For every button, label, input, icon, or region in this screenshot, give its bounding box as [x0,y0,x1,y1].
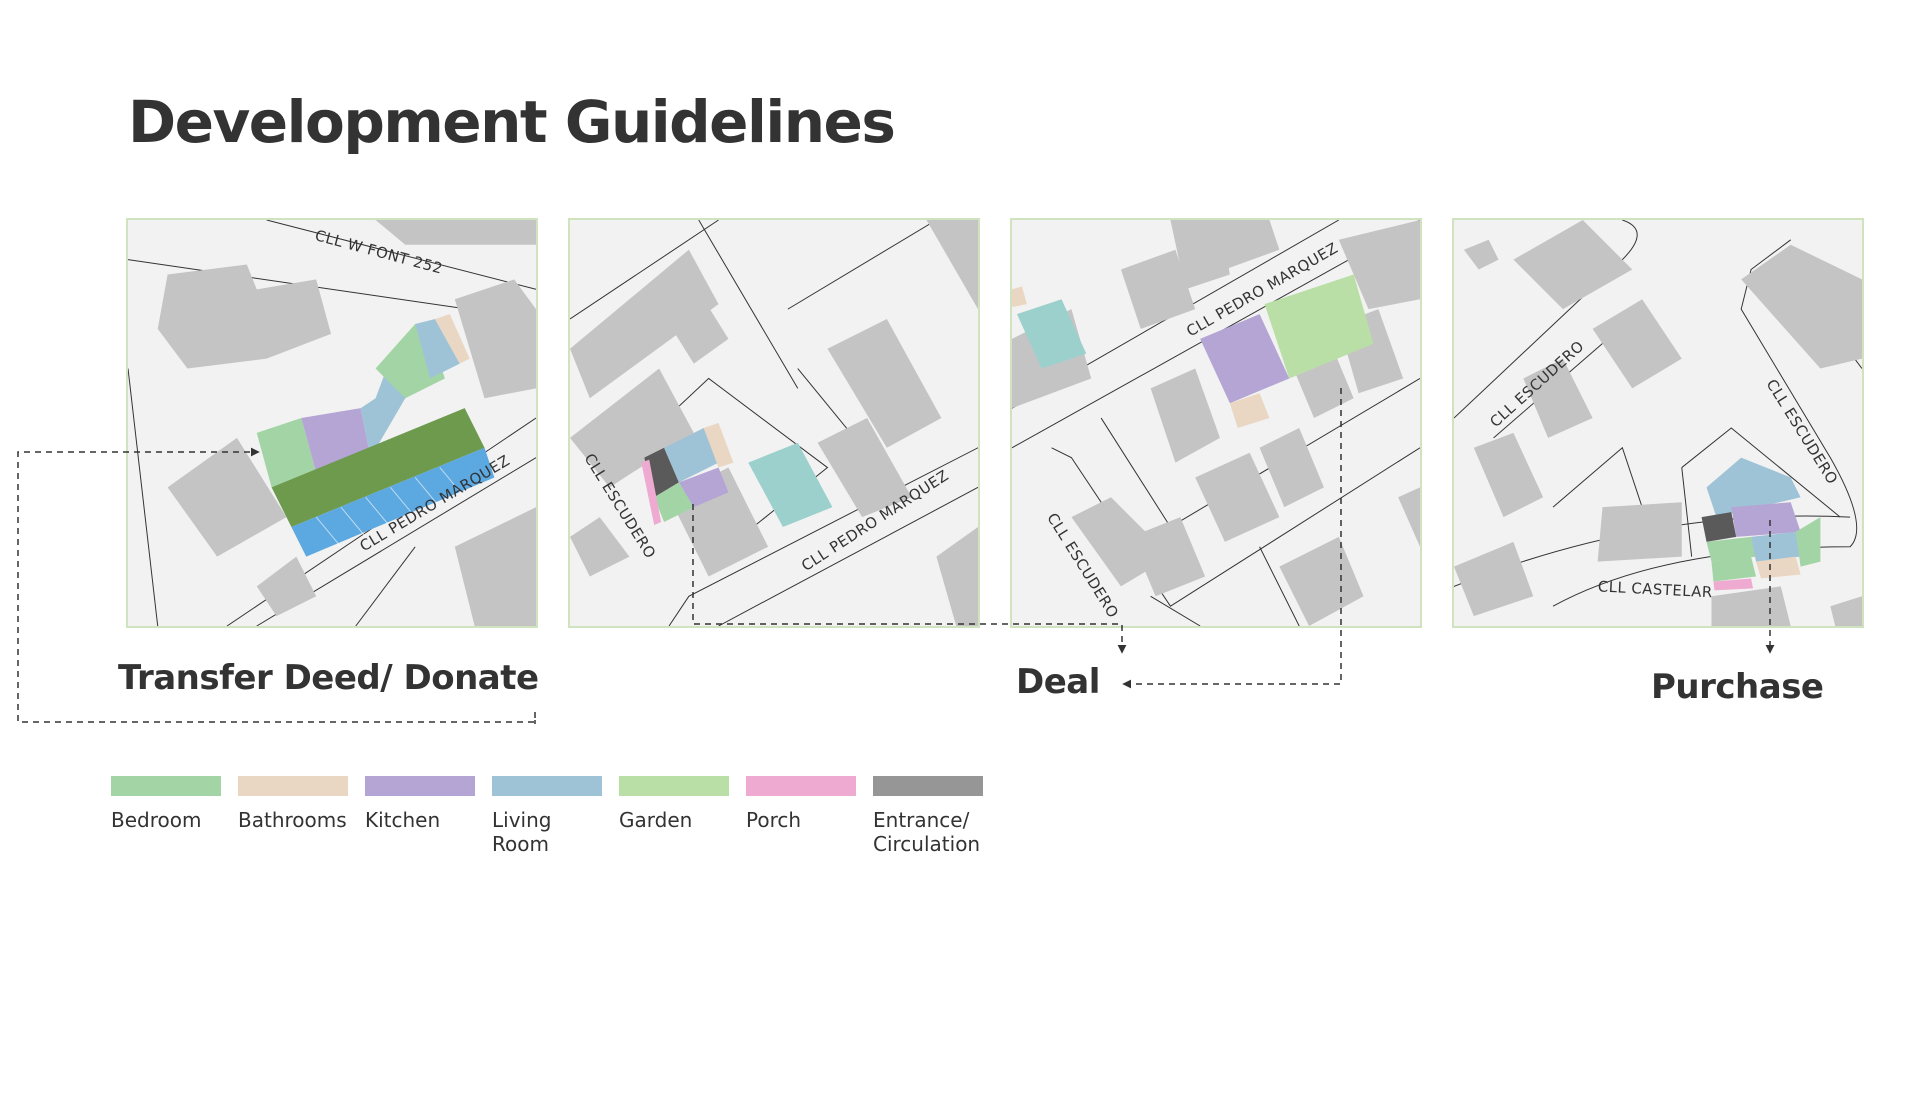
legend-swatch [238,776,348,796]
legend-label: Kitchen [365,808,441,832]
legend-label: Bathrooms [238,808,347,832]
legend-label: Garden [619,808,693,832]
street-label: CLL CASTELAR [1597,577,1713,601]
site-map-panel-1: CLL W FONT 252 CLL PEDRO MARQUEZ [126,218,538,628]
legend-item-kitchen: Kitchen [365,776,492,856]
site-map-2: CLL ESCUDERO CLL PEDRO MARQUEZ [570,220,978,626]
proposed-unit-2 [641,423,734,525]
proposed-housing-cluster [256,314,495,557]
legend-label: Bedroom [111,808,202,832]
site-map-panel-3: CLL PEDRO MARQUEZ CLL ESCUDERO [1010,218,1422,628]
deal-label: Deal [1016,662,1100,702]
site-map-4: CLL ESCUDERO CLL ESCUDERO CLL CASTELAR [1454,220,1862,626]
page-title: Development Guidelines [128,88,896,156]
legend-swatch [365,776,475,796]
site-map-3: CLL PEDRO MARQUEZ CLL ESCUDERO [1012,220,1420,626]
legend-item-garden: Garden [619,776,746,856]
legend-label: Entrance/ Circulation [873,808,981,856]
purchase-label: Purchase [1651,667,1824,707]
legend-item-bathrooms: Bathrooms [238,776,365,856]
site-map-panel-4: CLL ESCUDERO CLL ESCUDERO CLL CASTELAR [1452,218,1864,628]
legend-item-porch: Porch [746,776,873,856]
transfer-deed-donate-label: Transfer Deed/ Donate [118,658,539,698]
legend-item-bedroom: Bedroom [111,776,238,856]
proposed-unit-4 [1701,457,1821,591]
legend-item-living-room: Living Room [492,776,619,856]
legend-swatch [746,776,856,796]
legend-label: Porch [746,808,802,832]
legend-swatch [111,776,221,796]
legend-swatch [492,776,602,796]
legend-label: Living Room [492,808,552,856]
site-map-panel-2: CLL ESCUDERO CLL PEDRO MARQUEZ [568,218,980,628]
proposed-unit-3 [1200,274,1374,428]
legend-swatch [619,776,729,796]
site-map-1: CLL W FONT 252 CLL PEDRO MARQUEZ [128,220,536,626]
legend-item-entrance-circulation: Entrance/ Circulation [873,776,1000,856]
legend-swatch [873,776,983,796]
legend: Bedroom Bathrooms Kitchen Living Room Ga… [111,776,1000,856]
street-label: CLL ESCUDERO [1763,376,1842,488]
